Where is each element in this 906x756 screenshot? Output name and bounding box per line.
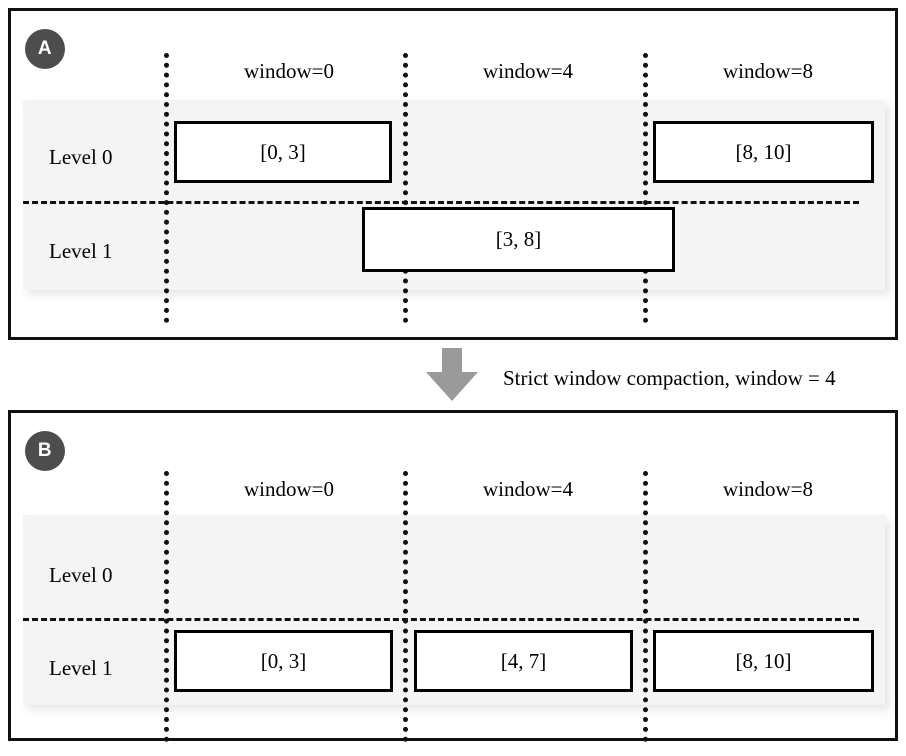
panel-a-window-rule-8	[643, 53, 648, 323]
down-arrow-icon	[426, 348, 478, 401]
panel-a: A Level 0 Level 1 window=0 window=4 wind…	[8, 8, 898, 340]
panel-a-interval-box-3-8[interactable]: [3, 8]	[362, 207, 675, 272]
panel-a-badge: A	[25, 29, 65, 69]
panel-b-window-rule-4	[403, 471, 408, 742]
panel-b-window-label-0: window=0	[243, 477, 334, 501]
panel-b-interval-box-8-10[interactable]: [8, 10]	[653, 630, 874, 692]
panel-b-level-label-0: Level 0	[49, 563, 113, 587]
panel-a-window-label-8: window=8	[722, 59, 813, 83]
transition-caption: Strict window compaction, window = 4	[503, 366, 836, 390]
panel-b: B Level 0 Level 1 window=0 window=4 wind…	[8, 410, 898, 742]
panel-a-window-rule-0	[164, 53, 169, 323]
panel-a-window-label-4: window=4	[482, 59, 573, 83]
panel-b-level-label-1: Level 1	[49, 656, 113, 680]
panel-b-level-divider	[23, 618, 859, 621]
panel-a-interval-box-0-3[interactable]: [0, 3]	[174, 121, 392, 183]
panel-b-badge: B	[25, 431, 65, 471]
panel-b-interval-box-0-3[interactable]: [0, 3]	[174, 630, 393, 692]
panel-b-interval-box-4-7[interactable]: [4, 7]	[414, 630, 633, 692]
panel-b-window-label-8: window=8	[722, 477, 813, 501]
panel-b-window-rule-8	[643, 471, 648, 742]
panel-b-window-label-4: window=4	[482, 477, 573, 501]
panel-b-window-rule-0	[164, 471, 169, 742]
panel-a-window-label-0: window=0	[243, 59, 334, 83]
panel-a-level-label-0: Level 0	[49, 145, 113, 169]
transition-group: Strict window compaction, window = 4	[0, 340, 906, 410]
panel-a-level-label-1: Level 1	[49, 239, 113, 263]
panel-a-window-rule-4	[403, 53, 408, 323]
panel-a-interval-box-8-10[interactable]: [8, 10]	[653, 121, 874, 183]
panel-a-level-divider	[23, 201, 859, 204]
